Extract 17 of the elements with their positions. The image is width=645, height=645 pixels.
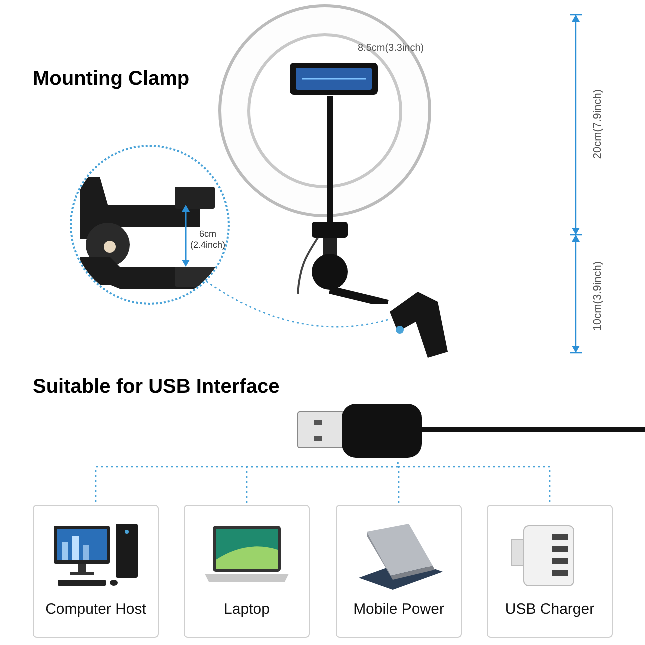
dimension-label: 8.5cm(3.3inch) bbox=[358, 42, 424, 56]
leader-line bbox=[206, 281, 388, 328]
device-name: Laptop bbox=[224, 600, 270, 620]
clamp-drawing bbox=[388, 292, 450, 358]
device-card bbox=[487, 505, 613, 638]
device-card bbox=[33, 505, 159, 638]
device-name: Computer Host bbox=[46, 600, 146, 620]
connector-line bbox=[397, 462, 551, 505]
device-card bbox=[184, 505, 310, 638]
section-heading: Mounting Clamp bbox=[33, 67, 190, 92]
section-heading: Suitable for USB Interface bbox=[33, 375, 280, 400]
device-name: USB Charger bbox=[505, 600, 595, 620]
dimension-label: 20cm(7.9inch) bbox=[590, 88, 605, 162]
device-name: Mobile Power bbox=[354, 600, 444, 620]
dimension-label: 6cm (2.4inch) bbox=[189, 229, 226, 252]
device-card bbox=[336, 505, 462, 638]
dimension-label: 10cm(3.9inch) bbox=[590, 260, 605, 334]
